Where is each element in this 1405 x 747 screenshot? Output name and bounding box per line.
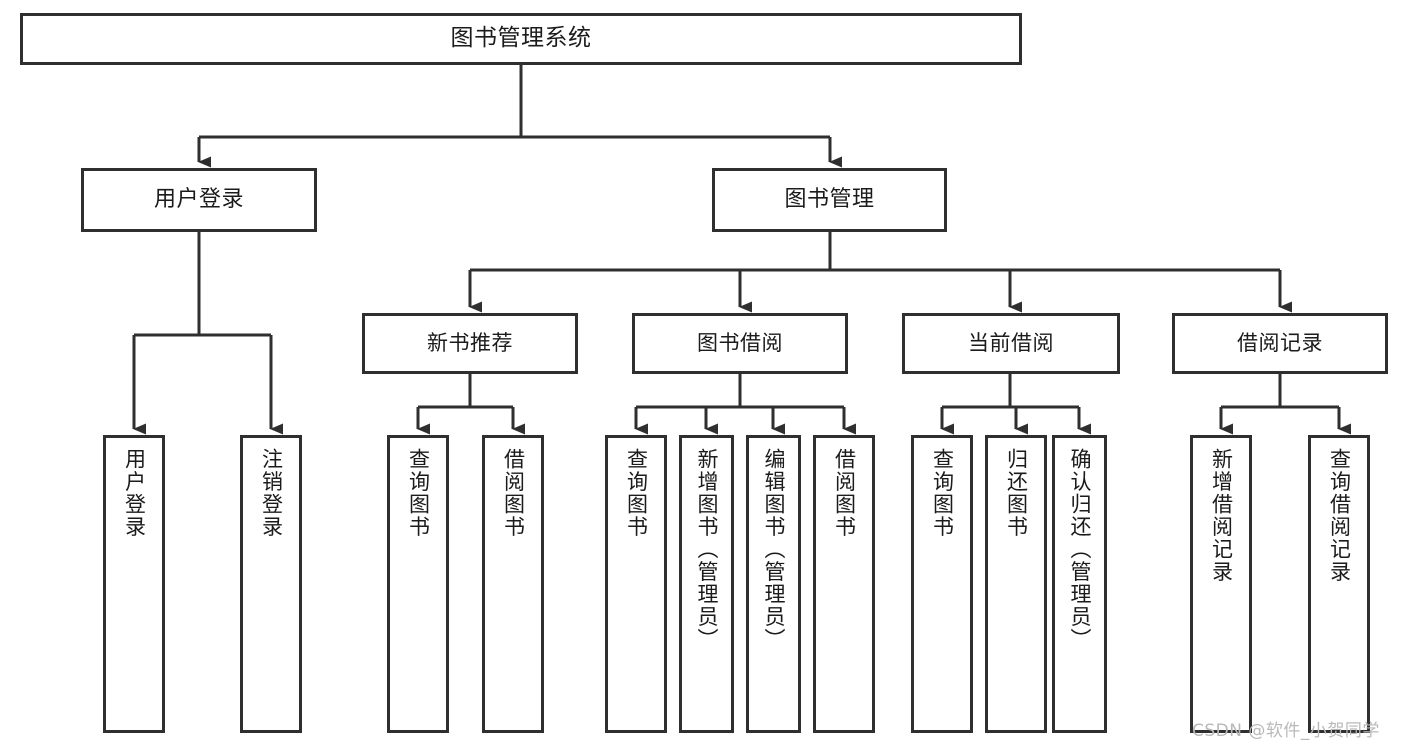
leaf-borrow-book-recommend-label: 借阅图书 bbox=[501, 448, 526, 538]
leaf-query-book-current[interactable]: 查询图书 bbox=[911, 435, 973, 733]
leaf-borrow-book-recommend[interactable]: 借阅图书 bbox=[482, 435, 544, 733]
leaf-query-book-borrow-label: 查询图书 bbox=[624, 448, 649, 538]
node-new-book-recommend[interactable]: 新书推荐 bbox=[362, 313, 578, 374]
leaf-borrow-book[interactable]: 借阅图书 bbox=[813, 435, 875, 733]
leaf-add-book-admin-label: 新增图书（管理员） bbox=[694, 448, 719, 651]
node-book-management[interactable]: 图书管理 bbox=[712, 168, 947, 232]
leaf-return-book-label: 归还图书 bbox=[1004, 448, 1029, 538]
node-new-book-recommend-label: 新书推荐 bbox=[427, 330, 513, 355]
node-root-label: 图书管理系统 bbox=[450, 25, 592, 52]
leaf-add-borrow-record-label: 新增借阅记录 bbox=[1209, 448, 1234, 583]
leaf-query-borrow-record[interactable]: 查询借阅记录 bbox=[1308, 435, 1370, 733]
csdn-watermark: CSDN @软件_小贺同学 bbox=[1192, 721, 1380, 741]
leaf-query-borrow-record-label: 查询借阅记录 bbox=[1327, 448, 1352, 583]
leaf-user-logout-label: 注销登录 bbox=[259, 448, 284, 538]
leaf-return-book[interactable]: 归还图书 bbox=[985, 435, 1047, 733]
leaf-user-logout[interactable]: 注销登录 bbox=[240, 435, 302, 733]
node-user-login[interactable]: 用户登录 bbox=[81, 168, 317, 232]
node-current-borrow-label: 当前借阅 bbox=[968, 330, 1054, 355]
node-book-borrow[interactable]: 图书借阅 bbox=[632, 313, 848, 374]
node-borrow-record-label: 借阅记录 bbox=[1237, 330, 1323, 355]
node-user-login-label: 用户登录 bbox=[153, 186, 244, 212]
leaf-edit-book-admin[interactable]: 编辑图书（管理员） bbox=[746, 435, 801, 733]
node-book-borrow-label: 图书借阅 bbox=[697, 330, 783, 355]
leaf-add-borrow-record[interactable]: 新增借阅记录 bbox=[1190, 435, 1252, 733]
leaf-query-book-recommend[interactable]: 查询图书 bbox=[387, 435, 449, 733]
node-borrow-record[interactable]: 借阅记录 bbox=[1172, 313, 1388, 374]
leaf-add-book-admin[interactable]: 新增图书（管理员） bbox=[679, 435, 734, 733]
node-root[interactable]: 图书管理系统 bbox=[20, 13, 1022, 65]
leaf-query-book-borrow[interactable]: 查询图书 bbox=[605, 435, 667, 733]
leaf-borrow-book-label: 借阅图书 bbox=[832, 448, 857, 538]
leaf-edit-book-admin-label: 编辑图书（管理员） bbox=[761, 448, 786, 651]
leaf-query-book-recommend-label: 查询图书 bbox=[406, 448, 431, 538]
node-current-borrow[interactable]: 当前借阅 bbox=[902, 313, 1120, 374]
leaf-confirm-return-admin[interactable]: 确认归还（管理员） bbox=[1052, 435, 1107, 733]
leaf-user-login[interactable]: 用户登录 bbox=[103, 435, 165, 733]
leaf-confirm-return-admin-label: 确认归还（管理员） bbox=[1067, 448, 1092, 651]
leaf-user-login-label: 用户登录 bbox=[122, 448, 147, 538]
node-book-management-label: 图书管理 bbox=[784, 186, 875, 212]
leaf-query-book-current-label: 查询图书 bbox=[930, 448, 955, 538]
